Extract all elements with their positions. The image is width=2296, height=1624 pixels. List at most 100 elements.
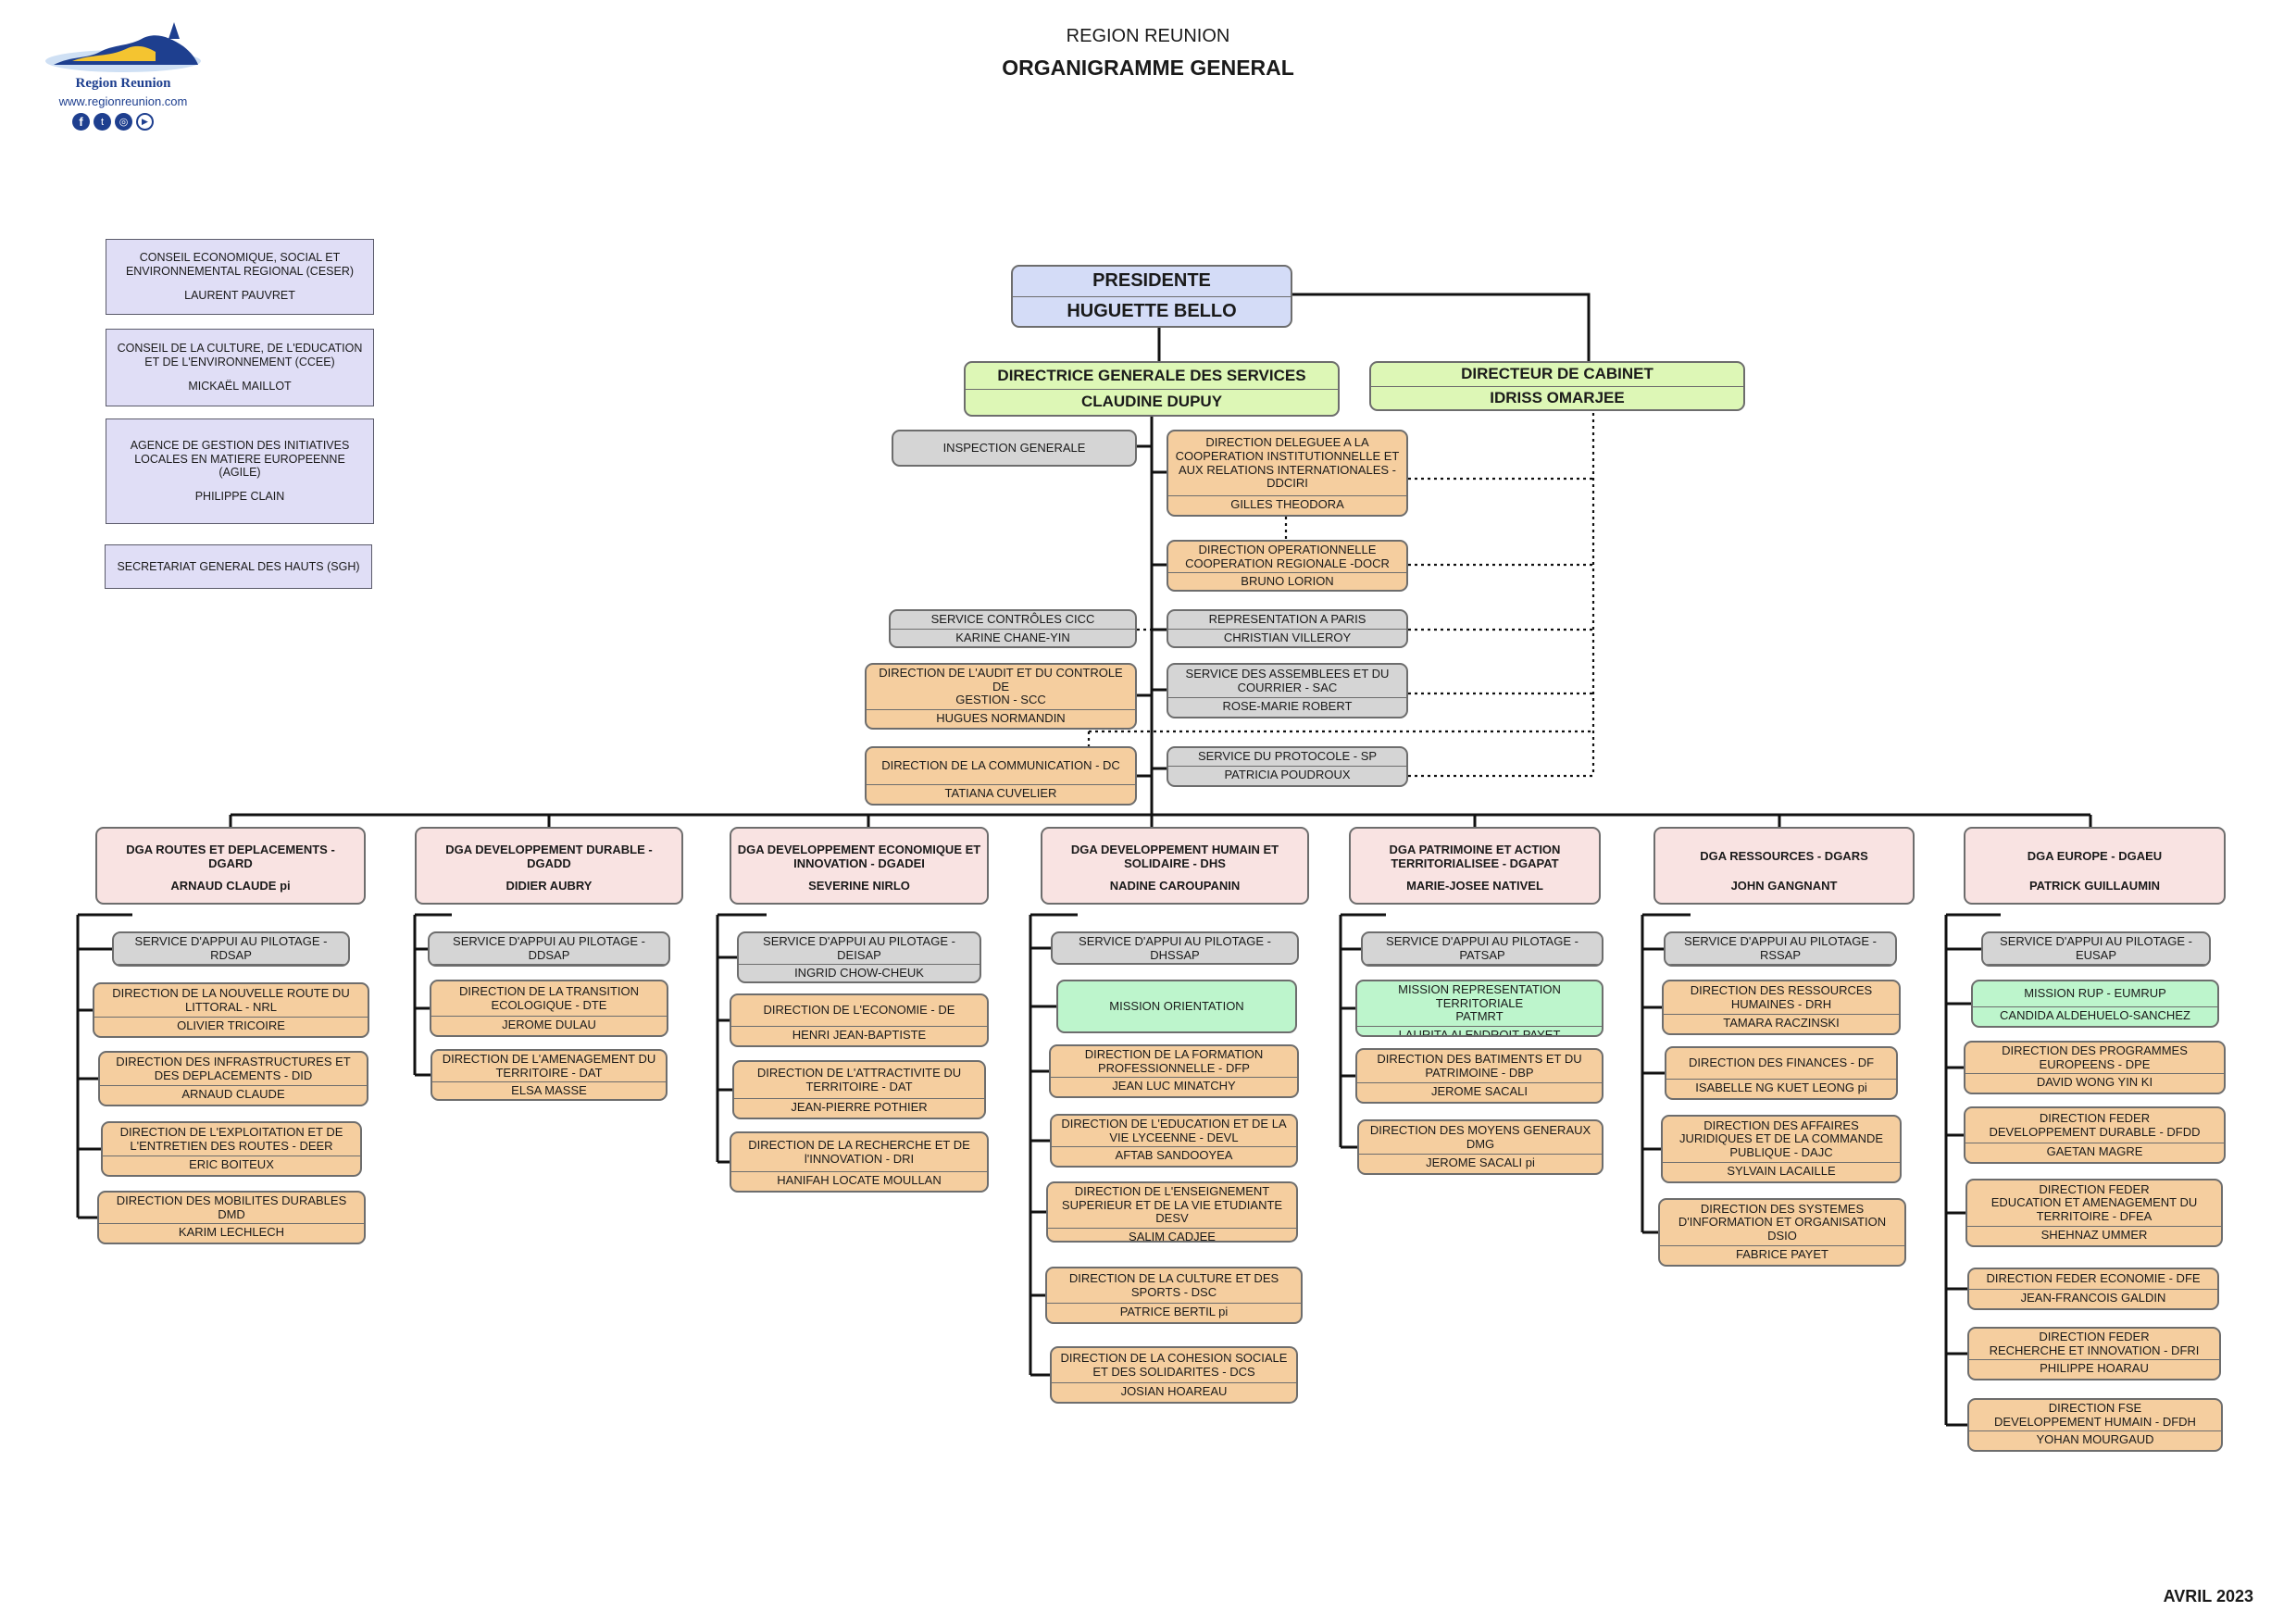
unit-title: DIRECTION DE LA FORMATION PROFESSIONNELL… <box>1084 1047 1264 1075</box>
unit-title: DIRECTION DE L'EDUCATION ET DE LA VIE LY… <box>1061 1117 1287 1144</box>
unit-head-name: JEROME SACALI <box>1357 1082 1602 1102</box>
unit-head-name: SHEHNAZ UMMER <box>1967 1226 2221 1245</box>
dga-5-unit-3: DIRECTION DES AFFAIRES JURIDIQUES ET DE … <box>1661 1115 1902 1183</box>
unit-head-name: TAMARA RACZINSKI <box>1664 1014 1899 1033</box>
unit-head-name: JEAN-FRANCOIS GALDIN <box>1969 1289 2217 1308</box>
instagram-icon[interactable]: ◎ <box>115 113 132 131</box>
unit-title: DIRECTION DES FINANCES - DF <box>1688 1056 1875 1070</box>
unit-title: MISSION REPRESENTATION TERRITORIALE PATM… <box>1398 982 1561 1024</box>
unit-head-name: JEROME DULAU <box>431 1016 667 1035</box>
dga-header-3: DGA DEVELOPPEMENT HUMAIN ET SOLIDAIRE - … <box>1041 827 1309 905</box>
dga-3-unit-4: DIRECTION DE L'ENSEIGNEMENT SUPERIEUR ET… <box>1046 1181 1298 1243</box>
unit-head-name: CHRISTINE ROCHELAND <box>1053 964 1297 965</box>
unit-head-name: TATIANA CUVELIER <box>867 784 1135 804</box>
dga-3-unit-2: DIRECTION DE LA FORMATION PROFESSIONNELL… <box>1049 1044 1299 1098</box>
unit-title: DIRECTION DES MOBILITES DURABLES DMD <box>116 1193 347 1221</box>
dga-1-unit-1: DIRECTION DE LA TRANSITION ECOLOGIQUE - … <box>430 980 668 1037</box>
island-logo-icon <box>45 22 201 72</box>
unit-title: DGA EUROPE - DGAEU <box>2027 849 2163 864</box>
dga-5-unit-0: SERVICE D'APPUI AU PILOTAGE - RSSAPXXXXX <box>1664 931 1897 967</box>
unit-title: DIRECTION DES AFFAIRES JURIDIQUES ET DE … <box>1678 1118 1884 1159</box>
region-logo[interactable]: Region Reunion www.regionreunion.com f t… <box>44 19 202 137</box>
dga-2-unit-2: DIRECTION DE L'ATTRACTIVITE DU TERRITOIR… <box>732 1060 986 1119</box>
unit-head-name: XXXXX <box>1666 964 1895 965</box>
unit-head-name: INGRID CHOW-CHEUK <box>739 964 980 981</box>
unit-head-name: SEBASTIEN LECHAT <box>1983 964 2209 965</box>
region-label: REGION REUNION <box>1066 26 1230 46</box>
center-unit-0: INSPECTION GENERALE <box>892 430 1137 467</box>
dga-4-unit-2: DIRECTION DES BATIMENTS ET DU PATRIMOINE… <box>1355 1048 1603 1104</box>
unit-head-name: LAURITA ALENDROIT-PAYET <box>1357 1026 1602 1035</box>
dga-1-unit-0: SERVICE D'APPUI AU PILOTAGE - DDSAPSYLVA… <box>428 931 670 967</box>
youtube-icon[interactable]: ▶ <box>136 113 154 131</box>
center-unit-2: DIRECTION OPERATIONNELLE COOPERATION REG… <box>1167 540 1408 592</box>
dga-header-2: DGA DEVELOPPEMENT ECONOMIQUE ET INNOVATI… <box>730 827 989 905</box>
unit-head-name: OLIVIER TRICOIRE <box>94 1017 368 1036</box>
unit-head-name: CHRISTIAN VILLEROY <box>1168 628 1406 646</box>
unit-title: SERVICE D'APPUI AU PILOTAGE - EUSAP <box>2000 934 2192 962</box>
sidebar-title: CONSEIL ECONOMIQUE, SOCIAL ET ENVIRONNEM… <box>125 251 355 278</box>
unit-head-name: XXXXX <box>114 964 348 965</box>
unit-head-name: SYLVAIN LACAILLE <box>1663 1162 1900 1181</box>
unit-title: DIRECTION FEDER DEVELOPPEMENT DURABLE - … <box>1989 1110 2201 1139</box>
unit-title: DIRECTION DES INFRASTRUCTURES ET DES DEP… <box>116 1054 351 1082</box>
president-box: PRESIDENTE HUGUETTE BELLO <box>1011 265 1292 328</box>
unit-head-name: ELSA MASSE <box>432 1081 666 1099</box>
unit-head-name: CANDIDA ALDEHUELO-SANCHEZ <box>1973 1006 2217 1026</box>
dga-3-unit-6: DIRECTION DE LA COHESION SOCIALE ET DES … <box>1050 1346 1298 1404</box>
unit-title: DIRECTION DE L'AUDIT ET DU CONTROLE DE G… <box>879 666 1123 707</box>
unit-title: SERVICE D'APPUI AU PILOTAGE - DHSSAP <box>1079 934 1271 962</box>
cabinet-name: IDRISS OMARJEE <box>1371 385 1743 410</box>
center-unit-6: SERVICE DES ASSEMBLEES ET DU COURRIER - … <box>1167 663 1408 718</box>
dga-header-5: DGA RESSOURCES - DGARS JOHN GANGNANT <box>1653 827 1915 905</box>
unit-title: SERVICE D'APPUI AU PILOTAGE - PATSAP <box>1386 934 1578 962</box>
unit-title: DIRECTION DE L'ENSEIGNEMENT SUPERIEUR ET… <box>1061 1184 1283 1226</box>
dga-5-unit-4: DIRECTION DES SYSTEMES D'INFORMATION ET … <box>1658 1198 1906 1267</box>
dga-3-unit-5: DIRECTION DE LA CULTURE ET DES SPORTS - … <box>1045 1267 1303 1324</box>
unit-head-name: FABRICE PAYET <box>1660 1245 1904 1265</box>
logo-name: Region Reunion <box>75 76 171 91</box>
unit-title: DIRECTION DES RESSOURCES HUMAINES - DRH <box>1690 982 1873 1011</box>
dga-0-unit-0: SERVICE D'APPUI AU PILOTAGE - RDSAPXXXXX <box>112 931 350 967</box>
dga-6-unit-2: DIRECTION DES PROGRAMMES EUROPEENS - DPE… <box>1964 1041 2226 1094</box>
twitter-icon[interactable]: t <box>94 113 111 131</box>
unit-head-name: PATRICE BERTIL pi <box>1047 1303 1301 1322</box>
dga-3-unit-1: MISSION ORIENTATION <box>1056 980 1297 1033</box>
unit-head-name: JOHN GANGNANT <box>1730 879 1838 893</box>
unit-head-name: ISABELLE NG KUET LEONG pi <box>1666 1079 1896 1098</box>
president-name: HUGUETTE BELLO <box>1013 295 1291 327</box>
dga-6-unit-7: DIRECTION FSE DEVELOPPEMENT HUMAIN - DFD… <box>1967 1398 2223 1452</box>
unit-head-name: MARIE-JOSEE NATIVEL <box>1406 879 1543 893</box>
dgs-title: DIRECTRICE GENERALE DES SERVICES <box>997 366 1306 384</box>
sidebar-name: MICKAËL MAILLOT <box>188 380 292 394</box>
unit-head-name: NADINE CAROUPANIN <box>1109 879 1241 893</box>
center-unit-1: DIRECTION DELEGUEE A LA COOPERATION INST… <box>1167 430 1408 517</box>
unit-head-name: ROSE-MARIE ROBERT <box>1168 697 1406 717</box>
facebook-icon[interactable]: f <box>72 113 90 131</box>
unit-title: DIRECTION FEDER ECONOMIE - DFE <box>1986 1271 2201 1286</box>
unit-title: DGA RESSOURCES - DGARS <box>1700 849 1868 864</box>
unit-title: DIRECTION DES BATIMENTS ET DU PATRIMOINE… <box>1377 1051 1582 1080</box>
unit-title: DIRECTION DES SYSTEMES D'INFORMATION ET … <box>1678 1201 1887 1243</box>
unit-title: DIRECTION FEDER EDUCATION ET AMENAGEMENT… <box>1990 1181 2198 1223</box>
unit-head-name: SYLVAIN GARBAL <box>430 964 668 965</box>
sidebar-title: AGENCE DE GESTION DES INITIATIVES LOCALE… <box>130 439 350 479</box>
unit-head-name: PATRICIA POUDROUX <box>1168 766 1406 785</box>
date-label: AVRIL 2023 <box>2163 1587 2253 1605</box>
sidebar-ceser: CONSEIL ECONOMIQUE, SOCIAL ET ENVIRONNEM… <box>106 239 374 315</box>
dga-6-unit-0: SERVICE D'APPUI AU PILOTAGE - EUSAP SEBAS… <box>1981 931 2211 967</box>
dga-5-unit-1: DIRECTION DES RESSOURCES HUMAINES - DRH T… <box>1662 980 1901 1035</box>
logo-url: www.regionreunion.com <box>58 94 188 108</box>
unit-head-name: HANIFAH LOCATE MOULLAN <box>731 1171 987 1191</box>
unit-head-name: PATRICK GUILLAUMIN <box>2028 879 2161 893</box>
